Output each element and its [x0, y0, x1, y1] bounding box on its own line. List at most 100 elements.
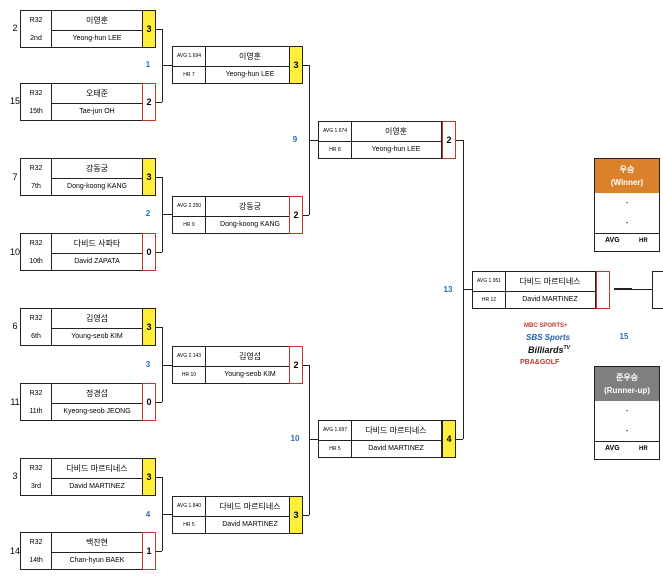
match-number: 4 [145, 510, 151, 519]
score-box: 0 [142, 383, 156, 421]
hr-label: HR 10 [181, 372, 197, 378]
player-card[interactable]: R32 7th 강동궁 Dong-koong KANG [20, 158, 144, 196]
hr-label: HR 5 [183, 522, 195, 528]
seed-number: 2 [12, 23, 18, 33]
hr-label: HR 12 [481, 297, 497, 303]
player-name-korean: 강동궁 [205, 197, 295, 217]
bracket-line [309, 365, 310, 515]
score-box: 3 [142, 458, 156, 496]
seed-number: 7 [12, 172, 18, 182]
bracket-line [309, 140, 318, 141]
player-name-korean: 이영훈 [351, 122, 441, 142]
hr-label: HR 5 [329, 446, 341, 452]
seed-number: 10 [9, 247, 20, 257]
round-label: R32 [29, 539, 43, 546]
score-box: 3 [142, 10, 156, 48]
seed-number: 3 [12, 471, 18, 481]
player-name-korean: 다비드 마르티네스 [205, 497, 295, 517]
rank-label: 7th [31, 183, 41, 190]
match-number: 9 [292, 135, 298, 144]
player-name-english: David MARTINEZ [69, 483, 125, 490]
player-name-korean: 다비드 마르티네스 [351, 421, 441, 441]
avg-label: AVG 1.840 [173, 497, 205, 517]
final-connector-line [614, 288, 632, 290]
score-box: 4 [442, 420, 456, 458]
player-name-korean: 이영훈 [51, 11, 143, 31]
winner-subtitle: (Winner) [610, 178, 644, 187]
match-number: 2 [145, 209, 151, 218]
rank-label: 6th [31, 333, 41, 340]
hr-label: HR [639, 238, 648, 244]
score-box: 1 [142, 532, 156, 570]
bracket-line [162, 514, 172, 515]
player-name-korean: 김영섭 [205, 347, 295, 367]
avg-label: AVG 1.694 [173, 47, 205, 67]
player-card[interactable]: R32 3rd 다비드 마르티네스 David MARTINEZ [20, 458, 144, 496]
bracket-line [303, 365, 309, 366]
bracket-line [162, 365, 172, 366]
bracket-line [156, 102, 162, 103]
tv-text: TV [563, 345, 570, 351]
round-label: R32 [29, 17, 43, 24]
match-number: 13 [443, 285, 453, 294]
bracket-line [156, 551, 162, 552]
bracket-line [162, 214, 172, 215]
bracket-line [156, 177, 162, 178]
player-card[interactable]: AVG 1.694 HR 7 이영훈 Yeong-hun LEE [172, 46, 296, 84]
round-label: R32 [29, 315, 43, 322]
score-box: 3 [142, 308, 156, 346]
player-name-english: Dong-koong KANG [220, 221, 280, 228]
player-name-korean: 다비드 마르티네스 [505, 272, 595, 292]
player-card[interactable]: R32 10th 다비드 사파타 David ZAPATA [20, 233, 144, 271]
player-card[interactable]: AVG 1.840 HR 5 다비드 마르티네스 David MARTINEZ [172, 496, 296, 534]
avg-label: AVG 2.250 [173, 197, 205, 217]
bracket-line [156, 327, 162, 328]
match-number: 3 [145, 360, 151, 369]
player-name-english: David MARTINEZ [522, 296, 578, 303]
player-card[interactable]: R32 6th 김영섭 Young-seob KIM [20, 308, 144, 346]
player-card[interactable]: AVG 1.674 HR 8 이영훈 Yeong-hun LEE [318, 121, 442, 159]
bracket-line [632, 289, 652, 290]
score-box: 2 [289, 346, 303, 384]
hr-label: HR 8 [329, 147, 341, 153]
player-card[interactable]: R32 15th 오태준 Tae-jun OH [20, 83, 144, 121]
player-name-korean: 정경섭 [51, 384, 143, 404]
player-name-korean: 이영훈 [205, 47, 295, 67]
winner-line: - [625, 198, 629, 207]
finalist-card-opponent[interactable] [652, 271, 663, 309]
score-box: 0 [142, 233, 156, 271]
score-box: 3 [142, 158, 156, 196]
player-card[interactable]: AVG 1.697 HR 5 다비드 마르티네스 David MARTINEZ [318, 420, 442, 458]
avg-label: AVG 1.674 [319, 122, 351, 142]
player-card[interactable]: R32 14th 백찬현 Chan-hyun BAEK [20, 532, 144, 570]
player-card[interactable]: R32 11th 정경섭 Kyeong-seob JEONG [20, 383, 144, 421]
player-name-korean: 김영섭 [51, 309, 143, 329]
winner-title: 우승 [619, 165, 635, 174]
hr-label: HR 7 [183, 72, 195, 78]
score-box: 2 [442, 121, 456, 159]
player-name-english: David ZAPATA [74, 258, 120, 265]
runnerup-line: - [625, 426, 629, 435]
mbc-sports-logo: MBC SPORTS+ [524, 323, 568, 329]
player-name-english: Yeong-hun LEE [72, 35, 122, 42]
player-name-english: Dong-koong KANG [67, 183, 127, 190]
player-card[interactable]: AVG 2.143 HR 10 김영섭 Young-seob KIM [172, 346, 296, 384]
winner-panel: 우승 (Winner) - - AVG HR [594, 158, 660, 252]
player-card[interactable]: R32 2nd 이영훈 Yeong-hun LEE [20, 10, 144, 48]
runnerup-line: - [625, 406, 629, 415]
bracket-line [456, 439, 463, 440]
player-name-korean: 다비드 사파타 [51, 234, 143, 254]
score-box: 2 [142, 83, 156, 121]
pba-golf-logo: PBA&GOLF [520, 359, 560, 366]
finalist-card[interactable]: AVG 1.951 HR 12 다비드 마르티네스 David MARTINEZ [472, 271, 596, 309]
runnerup-title: 준우승 [615, 373, 639, 382]
player-card[interactable]: AVG 2.250 HR 9 강동궁 Dong-koong KANG [172, 196, 296, 234]
seed-number: 15 [9, 96, 20, 106]
player-name-korean: 백찬현 [51, 533, 143, 553]
round-label: R32 [29, 165, 43, 172]
broadcaster-logos: MBC SPORTS+ SBS Sports BilliardsTV PBA&G… [518, 323, 588, 371]
avg-label: AVG [605, 445, 620, 452]
seed-number: 11 [10, 397, 20, 407]
match-number: 15 [619, 332, 629, 341]
bracket-line [162, 327, 163, 402]
